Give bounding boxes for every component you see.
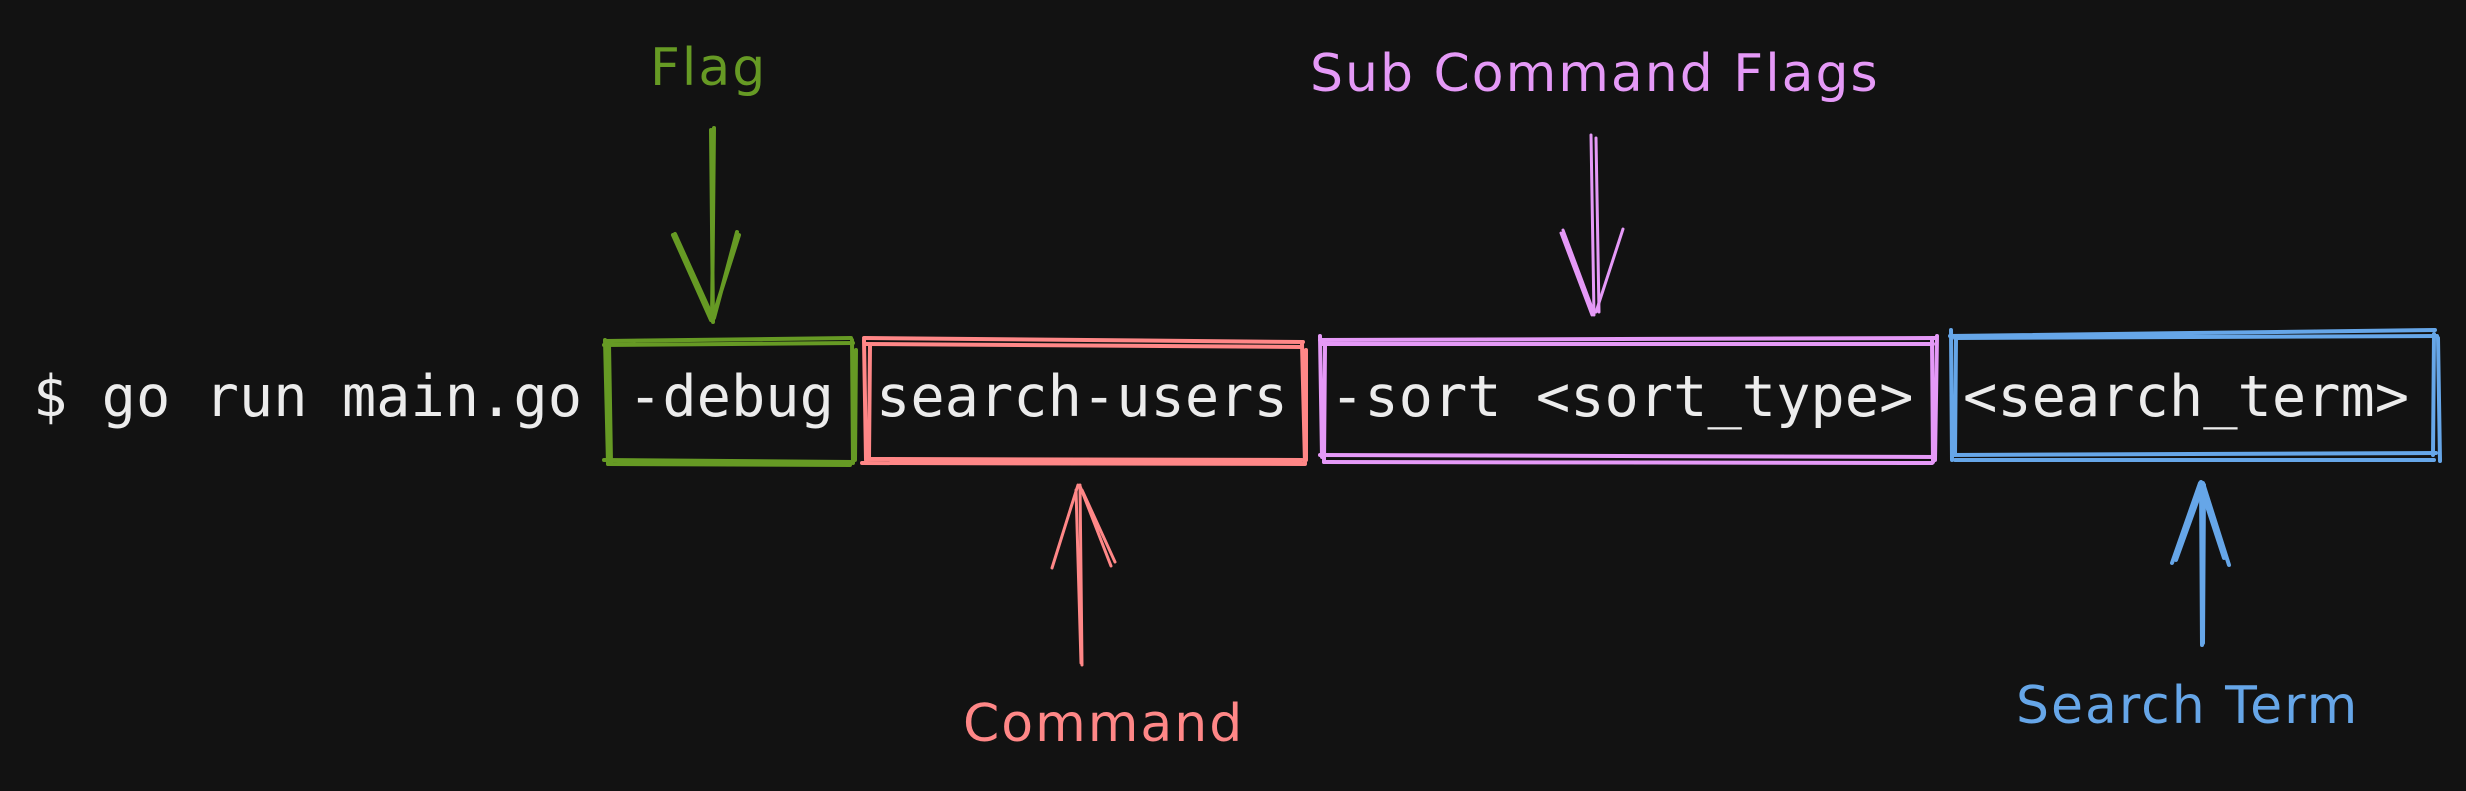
flag-arrow-icon — [671, 126, 741, 324]
command-arrow-icon — [1050, 483, 1117, 667]
search-term-arrow-icon — [2170, 480, 2231, 647]
flag-label: Flag — [650, 38, 768, 98]
sub-command-flags-arrow-icon — [1559, 133, 1625, 317]
flag-text: -debug — [628, 364, 834, 430]
subcommand-flags-text: -sort <sort_type> — [1330, 364, 1914, 430]
command-label: Command — [963, 694, 1245, 754]
search-term-label: Search Term — [2016, 676, 2360, 736]
sub-command-flags-label: Sub Command Flags — [1310, 44, 1880, 104]
search-term-text: <search_term> — [1963, 364, 2410, 430]
command-prefix: $ go run main.go — [33, 364, 583, 430]
subcommand-text: search-users — [876, 364, 1288, 430]
